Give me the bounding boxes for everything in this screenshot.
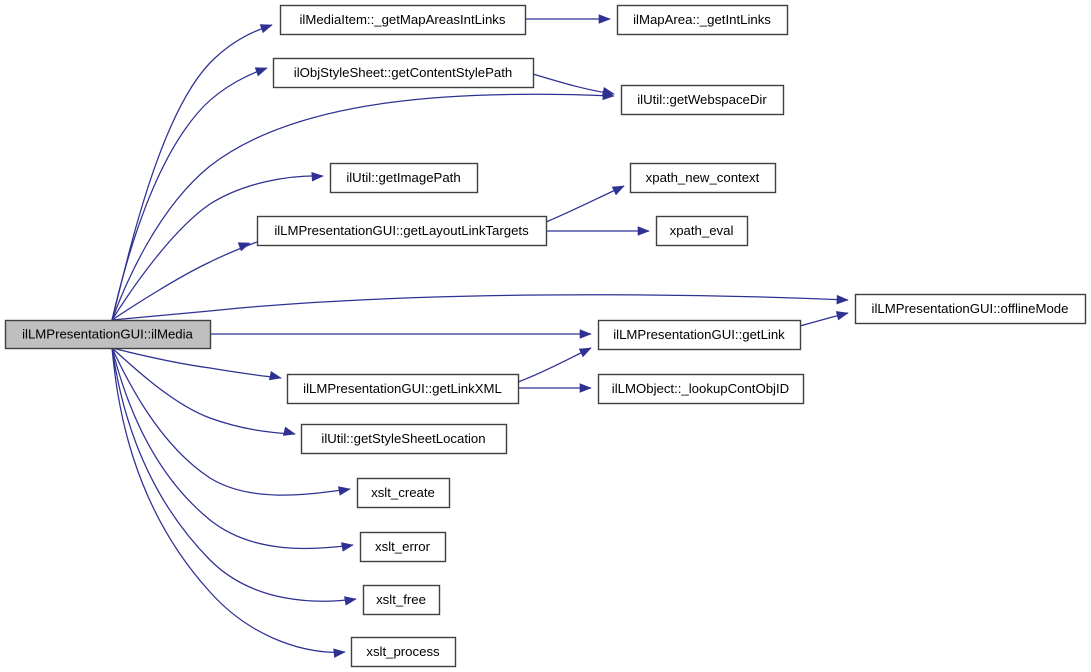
node-getMapAreasIntLinks[interactable]: ilMediaItem::_getMapAreasIntLinks	[279, 4, 527, 36]
edge-ilMedia-to-getWebspaceDir	[111, 93, 614, 321]
arrowhead-ilMedia-to-getLayoutLinkTargets	[237, 242, 251, 252]
edge-ilMedia-to-xsltFree	[111, 347, 357, 602]
node-offlineMode[interactable]: ilLMPresentationGUI::offlineMode	[854, 293, 1087, 325]
node-getIntLinks[interactable]: ilMapArea::_getIntLinks	[616, 4, 789, 36]
node-lookupContObjID[interactable]: ilLMObject::_lookupContObjID	[597, 373, 805, 405]
node-getStyleSheetLocation[interactable]: ilUtil::getStyleSheetLocation	[300, 423, 508, 455]
node-getContentStylePath[interactable]: ilObjStyleSheet::getContentStylePath	[272, 57, 535, 89]
node-xsltProcess[interactable]: xslt_process	[350, 636, 457, 668]
edge-ilMedia-to-xsltProcess	[111, 347, 346, 653]
node-box-getMapAreasIntLinks[interactable]	[279, 4, 527, 36]
node-box-xsltError[interactable]	[359, 531, 447, 563]
edge-ilMedia-to-getContentStylePath	[111, 67, 268, 321]
node-xpathEval[interactable]: xpath_eval	[655, 215, 749, 247]
edge-ilMedia-to-getImagePath	[111, 175, 324, 321]
arrowhead-ilMedia-to-xsltFree	[344, 596, 357, 606]
arrowheads-layer	[237, 14, 849, 658]
edge-ilMedia-to-getLinkXML	[111, 347, 282, 379]
node-getWebspaceDir[interactable]: ilUtil::getWebspaceDir	[620, 84, 785, 116]
edge-hit-getLinkXML-to-getLink	[518, 348, 591, 382]
arrowhead-ilMedia-to-offlineMode	[836, 294, 849, 305]
arrowhead-ilMedia-to-getImagePath	[311, 172, 324, 182]
arrowhead-getContentStylePath-to-getWebspaceDir	[601, 87, 615, 97]
node-box-xpathNewContext[interactable]	[629, 162, 777, 194]
node-box-getStyleSheetLocation[interactable]	[300, 423, 508, 455]
arrowhead-ilMedia-to-xsltProcess	[333, 648, 346, 658]
arrowhead-getLayoutLinkTargets-to-xpathNewContext	[611, 185, 625, 196]
arrowhead-getMapAreasIntLinks-to-getIntLinks	[598, 14, 611, 24]
arrowhead-getLinkXML-to-getLink	[578, 347, 592, 358]
node-box-getIntLinks[interactable]	[616, 4, 789, 36]
arrowhead-ilMedia-to-getLink	[579, 329, 592, 339]
arrowhead-ilMedia-to-getContentStylePath	[254, 67, 268, 77]
edge-hit-ilMedia-to-offlineMode	[112, 295, 848, 320]
node-box-lookupContObjID[interactable]	[597, 373, 805, 405]
arrowhead-ilMedia-to-getStyleSheetLocation	[282, 426, 296, 436]
edge-ilMedia-to-xsltCreate	[111, 347, 351, 496]
node-box-offlineMode[interactable]	[854, 293, 1087, 325]
arrowhead-getLayoutLinkTargets-to-xpathEval	[637, 226, 650, 236]
node-ilMedia[interactable]: ilLMPresentationGUI::ilMedia	[4, 319, 212, 350]
arrowhead-getLinkXML-to-lookupContObjID	[579, 383, 592, 393]
edge-ilMedia-to-xsltError	[111, 347, 354, 550]
arrowhead-ilMedia-to-xsltError	[341, 542, 354, 552]
arrowhead-getLink-to-offlineMode	[835, 311, 849, 321]
node-box-getWebspaceDir[interactable]	[620, 84, 785, 116]
arrowhead-ilMedia-to-xsltCreate	[338, 486, 351, 496]
node-getLinkXML[interactable]: ilLMPresentationGUI::getLinkXML	[286, 373, 520, 405]
node-getLink[interactable]: ilLMPresentationGUI::getLink	[597, 319, 802, 351]
node-box-xsltProcess[interactable]	[350, 636, 457, 668]
node-box-getLayoutLinkTargets[interactable]	[256, 215, 548, 247]
edge-ilMedia-to-getStyleSheetLocation	[111, 347, 296, 435]
arrowhead-ilMedia-to-getMapAreasIntLinks	[259, 24, 273, 34]
node-xsltCreate[interactable]: xslt_create	[356, 477, 451, 509]
node-box-xsltCreate[interactable]	[356, 477, 451, 509]
edge-hit-getLayoutLinkTargets-to-xpathNewContext	[546, 186, 624, 222]
arrowhead-ilMedia-to-getLinkXML	[268, 371, 282, 381]
node-xsltFree[interactable]: xslt_free	[362, 584, 441, 616]
node-xsltError[interactable]: xslt_error	[359, 531, 447, 563]
node-getImagePath[interactable]: ilUtil::getImagePath	[329, 162, 479, 194]
node-box-getLinkXML[interactable]	[286, 373, 520, 405]
node-box-getLink[interactable]	[597, 319, 802, 351]
node-box-getContentStylePath[interactable]	[272, 57, 535, 89]
edges-layer	[111, 18, 849, 653]
node-box-xsltFree[interactable]	[362, 584, 441, 616]
node-box-xpathEval[interactable]	[655, 215, 749, 247]
node-box-getImagePath[interactable]	[329, 162, 479, 194]
node-xpathNewContext[interactable]: xpath_new_context	[629, 162, 777, 194]
node-getLayoutLinkTargets[interactable]: ilLMPresentationGUI::getLayoutLinkTarget…	[256, 215, 548, 247]
node-box-ilMedia[interactable]	[4, 319, 212, 350]
edge-ilMedia-to-offlineMode	[111, 294, 849, 321]
